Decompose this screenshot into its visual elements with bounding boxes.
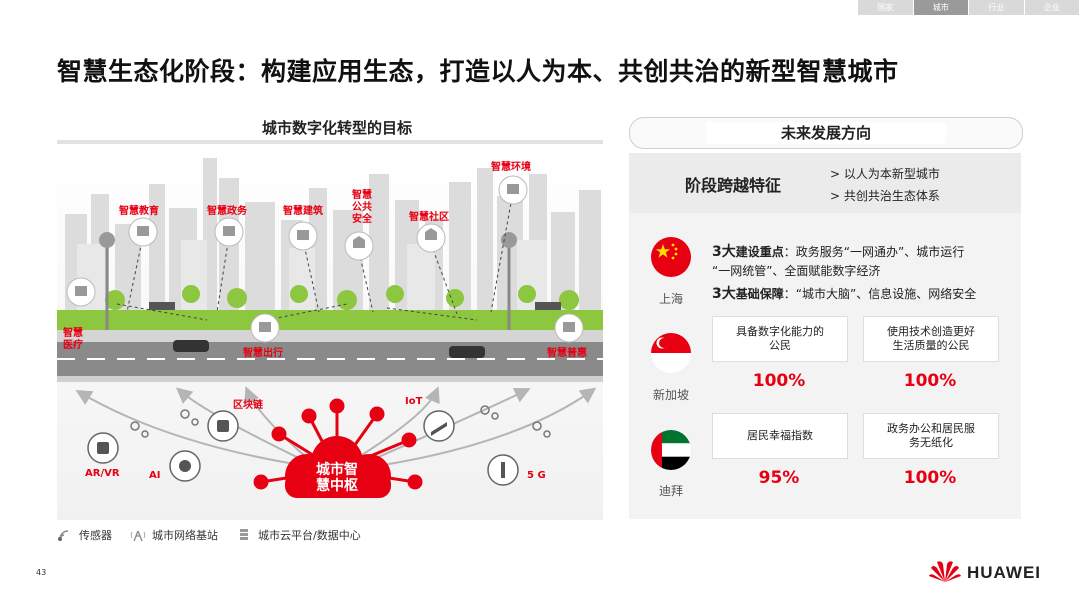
stage-bullet-2: > 共创共治生态体系 (830, 189, 940, 203)
singapore-card-2-label: 使用技术创造更好 生活质量的公民 (863, 316, 999, 362)
right-panel-heading: 未来发展方向 (706, 122, 946, 144)
tab-industry[interactable]: 行业 (969, 0, 1024, 15)
city-name-dubai: 迪拜 (658, 484, 683, 498)
sensor-icon (57, 528, 73, 542)
legend-sensor-label: 传感器 (79, 529, 112, 542)
legend: 传感器 城市网络基站 城市云平台/数据中心 (57, 526, 379, 544)
tab-city[interactable]: 城市 (913, 0, 968, 15)
singapore-card-1-label: 具备数字化能力的 公民 (712, 316, 848, 362)
stage-bullet-1: > 以人为本新型城市 (830, 167, 940, 181)
shanghai-line-3: 3大基础保障：“城市大脑”、信息设施、网络安全 (712, 286, 977, 302)
dubai-card-2-label: 政务办公和居民服 务无纸化 (863, 413, 999, 459)
top-nav-tabs: 国家 城市 行业 企业 (858, 0, 1080, 15)
legend-datacenter: 城市云平台/数据中心 (236, 527, 361, 543)
label-smart-building: 智慧建筑 (283, 206, 323, 217)
label-iot: IoT (405, 396, 423, 407)
legend-sensor: 传感器 (57, 527, 112, 543)
label-smart-inclusive: 智慧普惠 (547, 348, 587, 359)
city-name-shanghai: 上海 (658, 292, 683, 306)
label-ar-vr: AR/VR (85, 468, 120, 479)
legend-base-station: 城市网络基站 (130, 527, 218, 543)
uae-flag-icon (651, 430, 691, 470)
label-smart-travel: 智慧出行 (243, 348, 283, 359)
label-smart-medical: 智慧 医疗 (63, 328, 83, 351)
label-blockchain: 区块链 (233, 400, 263, 411)
server-icon (236, 528, 252, 542)
dubai-card-1-value: 95% (758, 468, 800, 488)
label-smart-public-safety: 智慧 公共 安全 (352, 190, 372, 225)
label-smart-environment: 智慧环境 (491, 162, 531, 173)
singapore-card-1-value: 100% (752, 371, 806, 391)
shanghai-line-2: “一网统管”、全面赋能数字经济 (712, 264, 881, 278)
smart-city-illustration: 智慧教育 智慧政务 智慧建筑 智慧 公共 安全 智慧社区 智慧环境 智慧 医疗 … (57, 144, 603, 520)
huawei-logo: HUAWEI (927, 558, 1041, 588)
city-brain-hub-label: 城市智 慧中枢 (316, 462, 358, 494)
label-ai: AI (149, 470, 161, 481)
left-panel-heading: 城市数字化转型的目标 (261, 119, 412, 137)
dubai-card-2-value: 100% (903, 468, 957, 488)
stage-feature-label: 阶段跨越特征 (685, 176, 782, 195)
singapore-flag-icon (651, 333, 691, 373)
china-flag-icon (651, 237, 691, 277)
stage-feature-row (629, 153, 1021, 213)
city-name-singapore: 新加坡 (652, 388, 689, 402)
label-smart-government: 智慧政务 (207, 206, 247, 217)
huawei-flower-icon (927, 558, 963, 588)
page-number: 43 (36, 568, 47, 577)
tab-enterprise[interactable]: 企业 (1024, 0, 1079, 15)
left-panel-divider (57, 140, 603, 144)
brand-name: HUAWEI (967, 563, 1041, 582)
shanghai-line-1: 3大建设重点：政务服务“一网通办”、城市运行 (712, 244, 965, 260)
dubai-card-1-label: 居民幸福指数 (712, 413, 848, 459)
singapore-card-2-value: 100% (903, 371, 957, 391)
right-panel-header: 未来发展方向 (629, 117, 1023, 149)
legend-base-station-label: 城市网络基站 (152, 529, 218, 542)
antenna-icon (130, 528, 146, 542)
tab-country[interactable]: 国家 (858, 0, 913, 15)
label-5g: 5 G (527, 470, 546, 481)
legend-datacenter-label: 城市云平台/数据中心 (258, 529, 361, 542)
page-title: 智慧生态化阶段：构建应用生态，打造以人为本、共创共治的新型智慧城市 (57, 57, 899, 86)
label-smart-community: 智慧社区 (409, 212, 449, 223)
label-smart-education: 智慧教育 (119, 206, 159, 217)
